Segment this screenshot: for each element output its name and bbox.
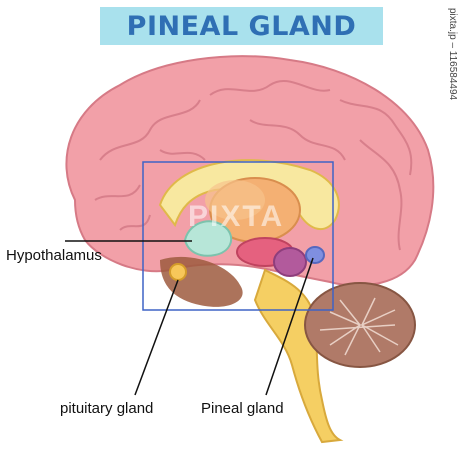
- watermark: PIXTA: [188, 200, 285, 233]
- pineal-gland-shape: [305, 246, 325, 264]
- side-credit: pixta.jp – 116584494: [447, 8, 458, 101]
- title-banner: PINEAL GLAND: [100, 7, 383, 45]
- pineal-label: Pineal gland: [201, 400, 284, 417]
- cerebellum-branches: [319, 297, 399, 356]
- pituitary-leader: [134, 279, 179, 396]
- focus-box: [142, 161, 334, 311]
- hypothalamus-label: Hypothalamus: [6, 247, 102, 264]
- pituitary-gland-shape: [169, 263, 187, 281]
- page-title: PINEAL GLAND: [126, 10, 357, 42]
- midbrain-purple: [273, 247, 307, 277]
- hypothalamus-shape: [183, 220, 233, 257]
- pineal-leader: [265, 257, 314, 396]
- pituitary-label: pituitary gland: [60, 400, 154, 417]
- ventricle: [205, 180, 265, 220]
- gyri: [94, 79, 413, 251]
